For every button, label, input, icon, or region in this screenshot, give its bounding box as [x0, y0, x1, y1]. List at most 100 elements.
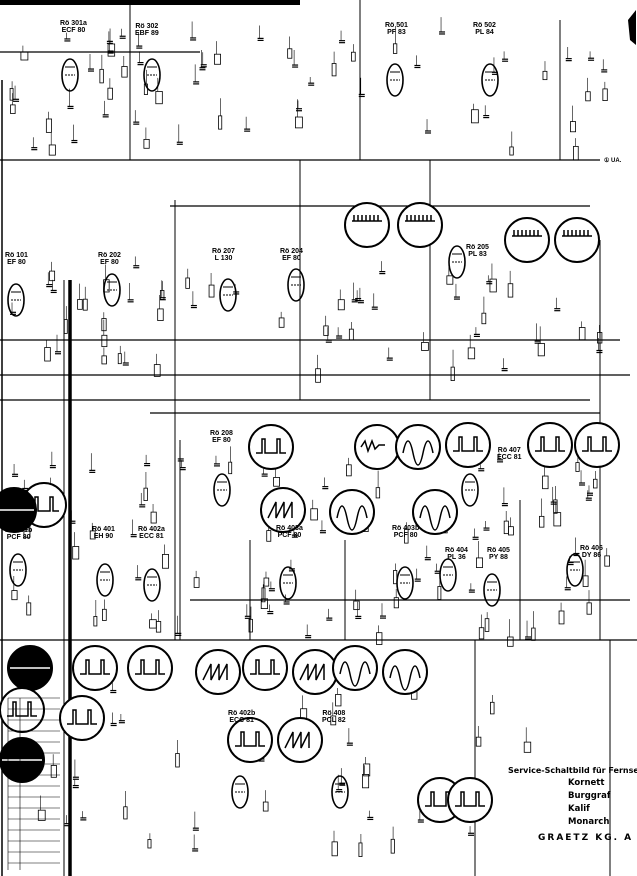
resistor [353, 600, 360, 611]
waveform-trace [402, 440, 434, 466]
waveform-scope [554, 217, 600, 263]
resistor [507, 283, 514, 298]
resistor [9, 88, 14, 101]
title-block: Service-Schaltbild für Fernse KornettF B… [508, 766, 637, 843]
resistor [585, 91, 591, 102]
resistor [150, 511, 157, 524]
tube-symbol [287, 268, 305, 302]
waveform-trace [235, 731, 265, 747]
tube-ref: Rö 401 [92, 526, 115, 533]
resistor [63, 319, 68, 334]
waveform-trace [419, 505, 451, 531]
model-row: KalifF [568, 804, 637, 814]
resistor [218, 115, 223, 130]
resistor [575, 462, 580, 472]
resistor [117, 353, 122, 365]
tube-type: ECC 81 [497, 454, 522, 461]
tube-symbol [9, 553, 27, 587]
tube-type: EH 90 [93, 533, 114, 540]
resistor [363, 763, 371, 777]
resistor [82, 298, 88, 311]
waveform-scope [242, 645, 288, 691]
tube-type: DY 86 [581, 552, 602, 559]
resistor [376, 632, 383, 645]
tube-ref: Rö 405 [487, 547, 510, 554]
resistor [45, 118, 52, 133]
resistor [604, 555, 610, 567]
resistor [484, 618, 490, 632]
tube-ref: Rö 302 [135, 23, 159, 30]
tube-type: PCF 80 [393, 532, 418, 539]
waveform-trace [360, 438, 385, 454]
resistor [558, 610, 565, 625]
resistor [107, 43, 116, 57]
waveform-trace [67, 709, 97, 725]
tube-type: PL 83 [468, 251, 487, 258]
resistor [578, 327, 586, 341]
resistor [266, 530, 272, 542]
tube-symbol [279, 566, 297, 600]
resistor [450, 366, 455, 381]
resistor [44, 347, 51, 362]
waveform-scope [504, 217, 550, 263]
resistor [490, 701, 495, 715]
resistor [508, 526, 514, 536]
tube-symbol [143, 58, 161, 92]
waveform-scope [72, 645, 118, 691]
waveform-scope [277, 717, 323, 763]
resistor [337, 299, 345, 311]
resistor [489, 278, 497, 293]
resistor [77, 299, 83, 310]
resistor [392, 43, 398, 54]
tube-type: PL 84 [475, 29, 494, 36]
waveform-scope [195, 649, 241, 695]
waveform-scope [227, 717, 273, 763]
resistor [348, 328, 354, 341]
tube-ref: Rö 204 [280, 248, 303, 255]
model-row: BurggrafF [568, 791, 637, 801]
resistor [507, 636, 514, 647]
resistor [539, 515, 545, 528]
resistor [26, 602, 32, 616]
waveform-trace [405, 215, 435, 222]
resistor [509, 146, 514, 156]
tube-type: ECC 81 [229, 717, 254, 724]
sheet-edge [0, 0, 300, 5]
waveform-scope [445, 422, 491, 468]
waveform-trace [352, 215, 382, 222]
tube-type: PF 83 [387, 29, 406, 36]
resistor [553, 512, 562, 527]
resistor [523, 741, 532, 753]
resistor [228, 461, 233, 475]
tube-symbol [386, 63, 404, 97]
resistor [157, 308, 164, 321]
tube-symbol [103, 273, 121, 307]
resistor [72, 546, 80, 560]
tube-symbol [213, 473, 231, 507]
resistor [478, 627, 485, 640]
tube-type: PCL 82 [322, 717, 346, 724]
tube-type: EBF 89 [135, 30, 159, 37]
tube-symbol [331, 775, 349, 809]
tube-ref: Rö 407 [497, 447, 521, 454]
resistor [149, 619, 157, 629]
resistor [542, 475, 549, 490]
resistor [570, 121, 576, 133]
resistor [147, 839, 152, 849]
resistor [143, 83, 148, 95]
resistor [582, 575, 589, 587]
tube-type: PCF 80 [277, 532, 302, 539]
